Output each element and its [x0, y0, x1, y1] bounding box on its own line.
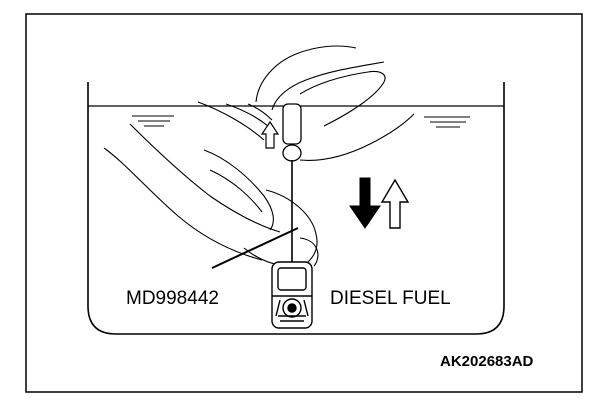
surface-ripples [132, 115, 470, 128]
figure-frame [25, 13, 583, 393]
upper-hand [197, 45, 415, 161]
up-arrow-small-icon [260, 120, 280, 149]
float-body [271, 261, 313, 329]
down-arrow-icon [349, 177, 381, 229]
figure-code-label: AK202683AD [440, 353, 534, 370]
tool-part-number-label: MD998442 [126, 288, 219, 309]
container-outline [87, 82, 505, 335]
lower-hand [103, 123, 319, 269]
label-leader-line [211, 227, 299, 269]
up-arrow-icon [380, 178, 410, 229]
diesel-fuel-label: DIESEL FUEL [330, 288, 451, 309]
rod-grip [282, 103, 302, 162]
